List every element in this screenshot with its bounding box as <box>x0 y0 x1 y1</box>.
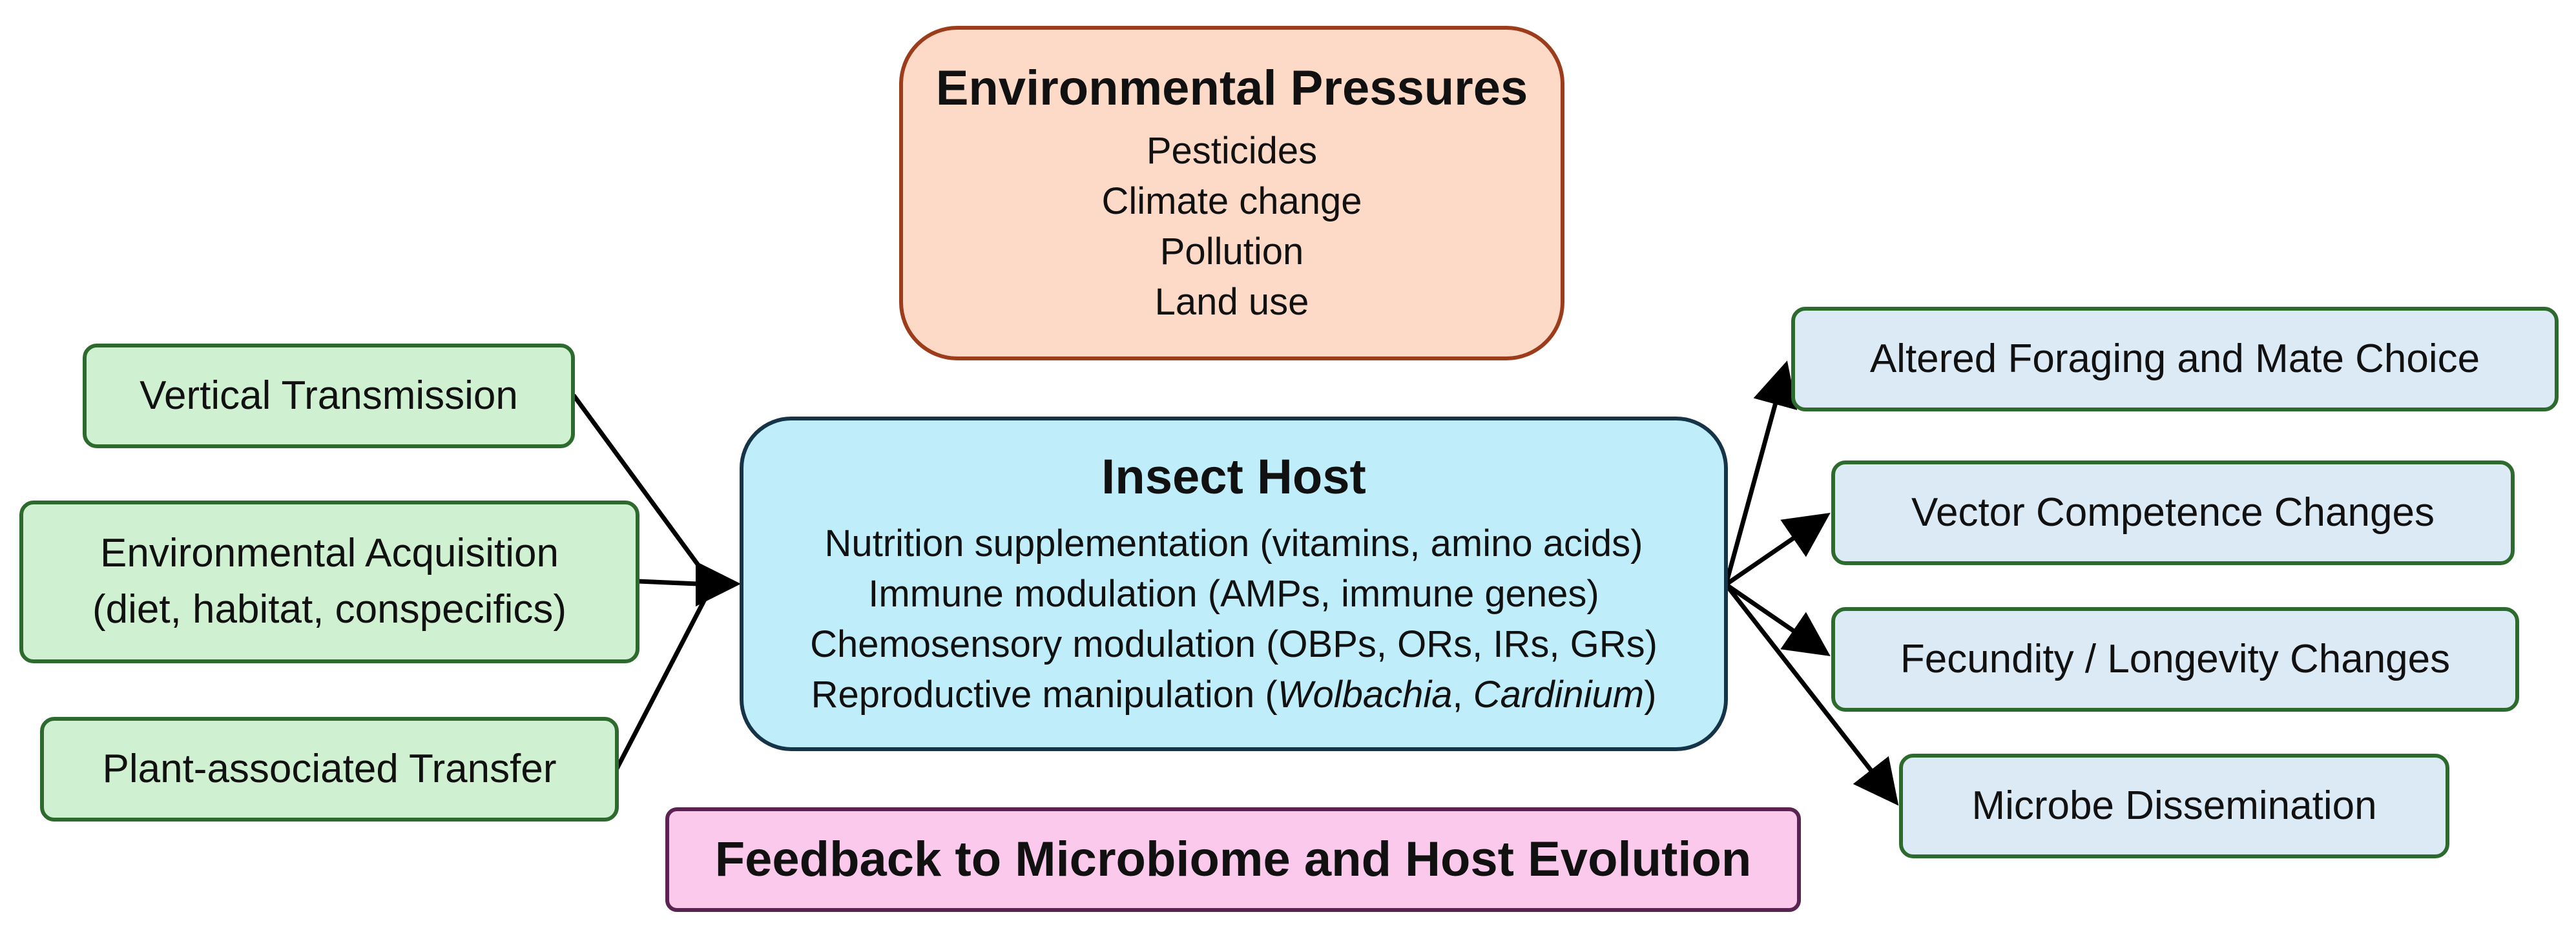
arrow-to-dissemination <box>1724 583 1899 806</box>
outcome-microbe-dissemination-label: Microbe Dissemination <box>1971 783 2377 828</box>
host-immune-modulation: Immune modulation (AMPs, immune genes) <box>868 572 1599 615</box>
environmental-pressures-box: Environmental Pressures Pesticides Clima… <box>899 26 1564 360</box>
pressure-pesticides: Pesticides <box>1146 129 1318 172</box>
host-nutrition-supplementation: Nutrition supplementation (vitamins, ami… <box>824 522 1643 564</box>
pressure-land-use: Land use <box>1154 280 1309 323</box>
source-vertical-transmission: Vertical Transmission <box>83 344 575 448</box>
arrow-to-fecundity <box>1725 583 1831 656</box>
outcome-vector-competence-label: Vector Competence Changes <box>1911 490 2435 535</box>
arrow-plant-associated-transfer <box>614 583 715 770</box>
source-environmental-acquisition-label: Environmental Acquisition <box>100 531 559 576</box>
insect-host-title: Insect Host <box>1101 450 1366 505</box>
reproductive-suffix: ) <box>1644 673 1657 716</box>
genus-cardinium: Cardinium <box>1473 673 1645 716</box>
source-vertical-transmission-label: Vertical Transmission <box>140 373 518 418</box>
outcome-vector-competence: Vector Competence Changes <box>1831 460 2515 565</box>
outcome-altered-foraging: Altered Foraging and Mate Choice <box>1791 307 2559 411</box>
outcome-altered-foraging-label: Altered Foraging and Mate Choice <box>1869 336 2480 381</box>
source-plant-associated-transfer: Plant-associated Transfer <box>40 717 619 822</box>
source-environmental-acquisition: Environmental Acquisition (diet, habitat… <box>19 501 639 663</box>
reproductive-prefix: Reproductive manipulation ( <box>811 673 1278 716</box>
pressure-climate-change: Climate change <box>1101 180 1362 222</box>
outcome-microbe-dissemination: Microbe Dissemination <box>1899 754 2449 858</box>
outcome-fecundity-longevity-label: Fecundity / Longevity Changes <box>1900 636 2451 681</box>
arrow-to-foraging <box>1723 360 1798 585</box>
host-reproductive-manipulation: Reproductive manipulation (Wolbachia, Ca… <box>811 670 1657 720</box>
insect-host-box: Insect Host Nutrition supplementation (v… <box>740 417 1728 751</box>
pressure-pollution: Pollution <box>1159 230 1304 273</box>
source-environmental-acquisition-detail: (diet, habitat, conspecifics) <box>92 587 566 632</box>
arrow-to-vector-competence <box>1725 513 1831 586</box>
host-chemosensory-modulation: Chemosensory modulation (OBPs, ORs, IRs,… <box>810 623 1657 665</box>
environmental-pressures-title: Environmental Pressures <box>935 61 1528 116</box>
arrow-vertical-transmission <box>572 393 714 586</box>
feedback-title: Feedback to Microbiome and Host Evolutio… <box>714 832 1752 887</box>
feedback-box: Feedback to Microbiome and Host Evolutio… <box>665 807 1801 912</box>
reproductive-separator: , <box>1452 673 1473 716</box>
genus-wolbachia: Wolbachia <box>1277 673 1453 716</box>
source-plant-associated-transfer-label: Plant-associated Transfer <box>102 746 557 791</box>
outcome-fecundity-longevity: Fecundity / Longevity Changes <box>1831 607 2519 712</box>
